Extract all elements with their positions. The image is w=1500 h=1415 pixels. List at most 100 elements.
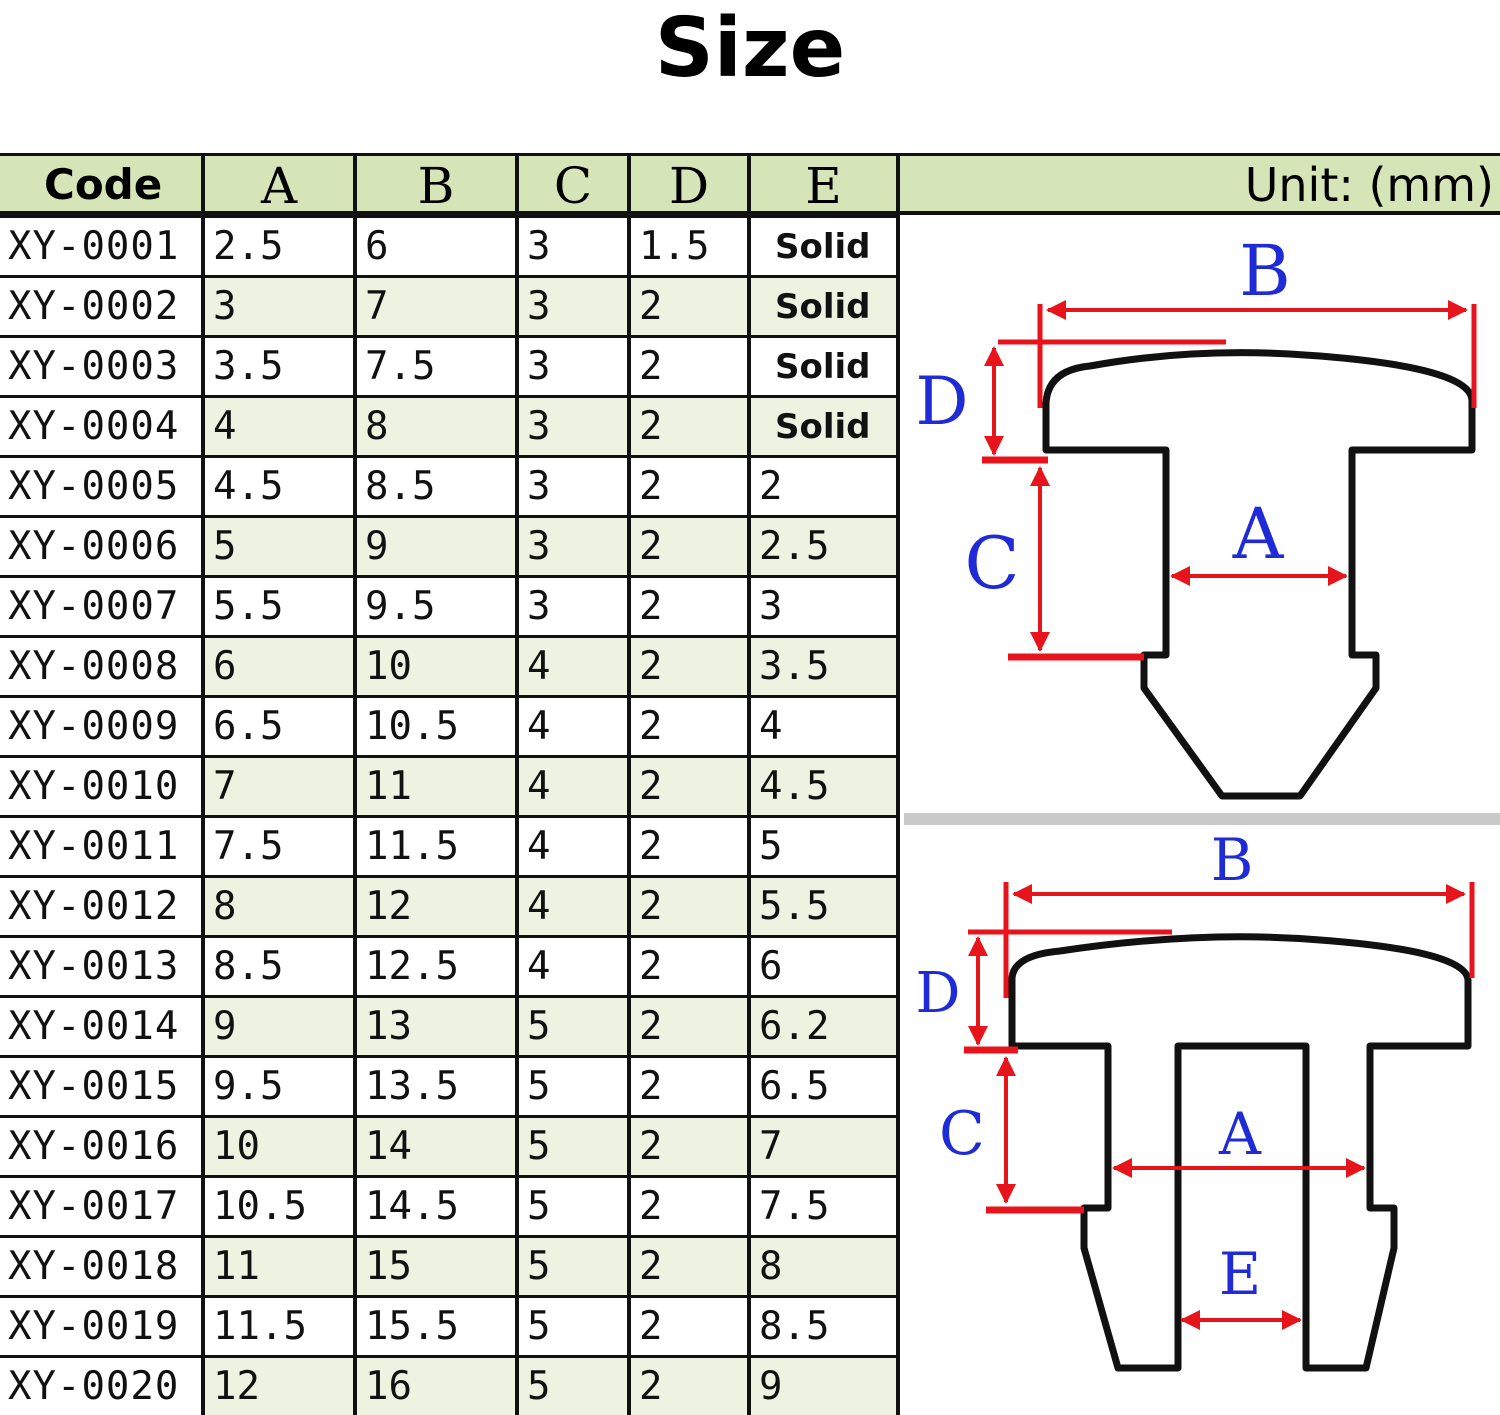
- cell-code: XY-0015: [0, 1057, 203, 1117]
- cell-b: 11.5: [355, 817, 517, 877]
- cell-b: 7: [355, 277, 517, 337]
- cell-a: 11: [203, 1237, 355, 1297]
- cell-d: 2: [629, 997, 749, 1057]
- cell-b: 15: [355, 1237, 517, 1297]
- hollow-grommet-diagram: B D C A E: [916, 826, 1472, 1368]
- cell-code: XY-0019: [0, 1297, 203, 1357]
- cell-e: Solid: [749, 397, 898, 457]
- cell-d: 2: [629, 1297, 749, 1357]
- cell-code: XY-0020: [0, 1357, 203, 1415]
- cell-b: 6: [355, 217, 517, 277]
- cell-d: 2: [629, 877, 749, 937]
- cell-c: 5: [517, 1117, 629, 1177]
- cell-a: 6: [203, 637, 355, 697]
- cell-code: XY-0013: [0, 937, 203, 997]
- cell-c: 4: [517, 937, 629, 997]
- cell-e: 7.5: [749, 1177, 898, 1237]
- cell-e: 6.5: [749, 1057, 898, 1117]
- cell-c: 4: [517, 817, 629, 877]
- label-d: D: [916, 363, 969, 440]
- cell-code: XY-0016: [0, 1117, 203, 1177]
- cell-b: 7.5: [355, 337, 517, 397]
- cell-a: 7: [203, 757, 355, 817]
- cell-b: 12: [355, 877, 517, 937]
- cell-a: 9: [203, 997, 355, 1057]
- cell-e: Solid: [749, 217, 898, 277]
- cell-a: 11.5: [203, 1297, 355, 1357]
- cell-d: 2: [629, 457, 749, 517]
- cell-b: 8.5: [355, 457, 517, 517]
- cell-b: 8: [355, 397, 517, 457]
- cell-b: 10: [355, 637, 517, 697]
- cell-b: 10.5: [355, 697, 517, 757]
- cell-a: 6.5: [203, 697, 355, 757]
- label-c: C: [939, 1099, 985, 1169]
- cell-d: 2: [629, 817, 749, 877]
- cell-b: 9.5: [355, 577, 517, 637]
- cell-b: 13.5: [355, 1057, 517, 1117]
- cell-code: XY-0005: [0, 457, 203, 517]
- cell-c: 4: [517, 697, 629, 757]
- cell-d: 2: [629, 1177, 749, 1237]
- cell-e: 4.5: [749, 757, 898, 817]
- cell-a: 5.5: [203, 577, 355, 637]
- cell-e: 2.5: [749, 517, 898, 577]
- cell-code: XY-0012: [0, 877, 203, 937]
- label-b: B: [1239, 230, 1290, 312]
- cell-c: 5: [517, 1057, 629, 1117]
- header-b: B: [355, 153, 517, 217]
- cell-e: Solid: [749, 277, 898, 337]
- cell-e: Solid: [749, 337, 898, 397]
- cell-code: XY-0018: [0, 1237, 203, 1297]
- label-b: B: [1211, 826, 1254, 894]
- solid-grommet-diagram: B D C A: [916, 230, 1474, 796]
- cell-c: 3: [517, 337, 629, 397]
- cell-a: 12: [203, 1357, 355, 1415]
- cell-d: 2: [629, 337, 749, 397]
- dimension-diagrams: B D C A B D C A E: [900, 218, 1500, 1410]
- label-a: A: [1218, 1100, 1262, 1168]
- cell-e: 5: [749, 817, 898, 877]
- cell-c: 4: [517, 637, 629, 697]
- cell-code: XY-0014: [0, 997, 203, 1057]
- header-e: E: [749, 153, 898, 217]
- header-code: Code: [0, 153, 203, 217]
- label-d: D: [916, 961, 961, 1026]
- cell-d: 2: [629, 577, 749, 637]
- cell-c: 5: [517, 997, 629, 1057]
- page-title: Size: [0, 0, 1500, 100]
- cell-d: 2: [629, 637, 749, 697]
- header-a: A: [203, 153, 355, 217]
- cell-a: 7.5: [203, 817, 355, 877]
- cell-e: 3.5: [749, 637, 898, 697]
- cell-c: 5: [517, 1237, 629, 1297]
- cell-e: 5.5: [749, 877, 898, 937]
- cell-d: 1.5: [629, 217, 749, 277]
- cell-d: 2: [629, 397, 749, 457]
- cell-code: XY-0004: [0, 397, 203, 457]
- cell-b: 14: [355, 1117, 517, 1177]
- cell-a: 10.5: [203, 1177, 355, 1237]
- cell-a: 8.5: [203, 937, 355, 997]
- cell-d: 2: [629, 1237, 749, 1297]
- cell-c: 5: [517, 1357, 629, 1415]
- cell-a: 5: [203, 517, 355, 577]
- cell-b: 9: [355, 517, 517, 577]
- cell-code: XY-0003: [0, 337, 203, 397]
- cell-b: 16: [355, 1357, 517, 1415]
- cell-a: 3: [203, 277, 355, 337]
- diagram-separator: [904, 813, 1500, 825]
- header-d: D: [629, 153, 749, 217]
